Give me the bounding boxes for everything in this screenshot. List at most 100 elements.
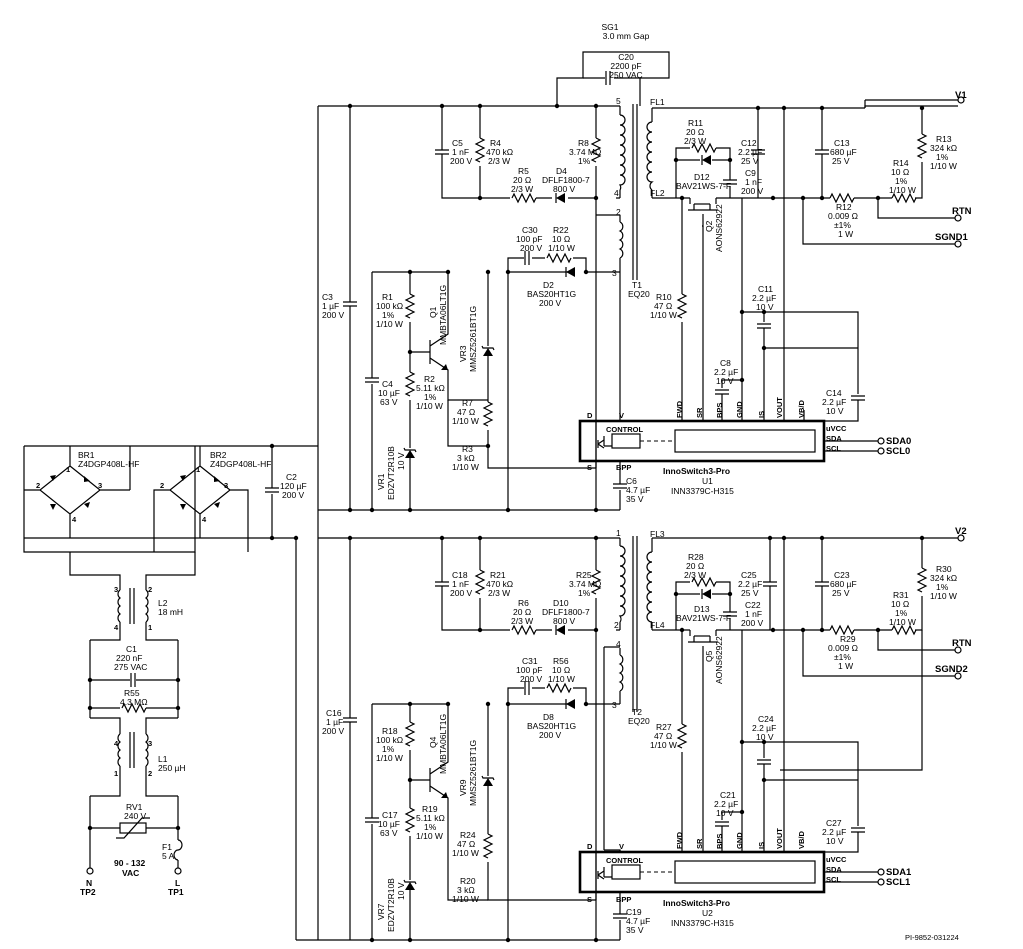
u2-pin-fwd: FWD [675,831,684,849]
c6-ref: C6 [626,476,637,486]
l2-pin1: 1 [148,623,152,632]
c3-val: 1 µF [322,301,339,311]
c16-ref: C16 [326,708,342,718]
q2-part: AONS62922 [714,204,724,252]
t2-pin1: 1 [616,528,621,538]
c4-val: 10 µF [378,388,400,398]
c6-volt: 35 V [626,494,644,504]
r25-ref: R25 [576,570,592,580]
br1-pin3: 3 [98,481,102,490]
vr3-part: MMSZ5261BT1G [468,306,478,372]
c16-volt: 200 V [322,726,345,736]
u2-part: INN3379C-H315 [671,918,734,928]
c9-ref: C9 [745,168,756,178]
c4-ref: C4 [382,379,393,389]
r13-tol: 1% [936,152,949,162]
c24-volt: 10 V [756,732,774,742]
c13-val: 680 µF [830,147,857,157]
r1-val: 100 kΩ [376,301,403,311]
fl2: FL2 [650,188,665,198]
c24-val: 2.2 µF [752,723,776,733]
sg1-val: 3.0 mm Gap [603,31,650,41]
r8-val: 3.74 MΩ [569,147,601,157]
c27-volt: 10 V [826,836,844,846]
c23-volt: 25 V [832,588,850,598]
u1-pin-gnd: GND [735,401,744,418]
u1-pin-fwd: FWD [675,400,684,418]
r55-ref: R55 [124,688,140,698]
input-section: C2 120 µF 200 V BR1 Z4DGP408L-HF 1 2 3 4… [23,443,318,940]
l2-pin3: 3 [114,585,118,594]
r12-tol: ±1% [834,220,851,230]
c5-ref: C5 [452,138,463,148]
r28-ref: R28 [688,552,704,562]
r1-pwr: 1/10 W [376,319,403,329]
r7-pwr: 1/10 W [452,416,479,426]
br2-part: Z4DGP408L-HF [210,459,271,469]
t2-ref: T2 [632,707,642,717]
r11-pwr: 2/3 W [684,136,706,146]
c12-val: 2.2 µF [738,147,762,157]
r31-pwr: 1/10 W [889,617,916,627]
l1-pin1: 1 [114,769,118,778]
c31-volt: 200 V [520,674,543,684]
q4-part: MMBTA06LT1G [438,714,448,774]
t2-core: EQ20 [628,716,650,726]
vr9-ref: VR9 [458,779,468,796]
u2-pin-sr: SR [695,838,704,849]
c25-volt: 25 V [741,588,759,598]
u1-pin-v: V [619,411,624,420]
r7-ref: R7 [462,398,473,408]
u2-pin-vout: VOUT [775,828,784,849]
c14-val: 2.2 µF [822,397,846,407]
d8-part: BAS20HT1G [527,721,576,731]
fl3: FL3 [650,529,665,539]
r31-tol: 1% [895,608,908,618]
r10-val: 47 Ω [654,301,672,311]
l2-val: 18 mH [158,607,183,617]
v2-label: V2 [955,526,967,537]
d8-volt: 200 V [539,730,562,740]
d2-ref: D2 [543,280,554,290]
l1-val: 250 µH [158,763,186,773]
l1-pin3: 3 [148,739,152,748]
c14-ref: C14 [826,388,842,398]
d4-part: DFLF1800-7 [542,175,590,185]
c22-val: 1 nF [745,609,762,619]
c13-ref: C13 [834,138,850,148]
c19-val: 4.7 µF [626,916,650,926]
c11-ref: C11 [758,284,773,294]
r5-val: 20 Ω [513,175,531,185]
u2-pin-v: V [619,842,624,851]
r3-val: 3 kΩ [457,453,475,463]
c23-val: 680 µF [830,579,857,589]
t1-ref: T1 [632,280,642,290]
l-label: L [175,878,180,888]
r7-val: 47 Ω [457,407,475,417]
r25-tol: 1% [578,588,591,598]
r13-pwr: 1/10 W [930,161,957,171]
r56-val: 10 Ω [552,665,570,675]
u2-pin-vbd: VB/D [797,830,806,849]
c4-volt: 63 V [380,397,398,407]
c1-volt: 275 VAC [114,662,147,672]
fl4: FL4 [650,620,665,630]
u1-pin-bps: BPS [715,403,724,418]
c16-val: 1 µF [326,717,343,727]
d10-part: DFLF1800-7 [542,607,590,617]
c20-volt: 250 VAC [609,70,642,80]
r27-pwr: 1/10 W [650,740,677,750]
vr3-ref: VR3 [458,345,468,362]
q4-ref: Q4 [428,736,438,748]
r56-ref: R56 [553,656,569,666]
c31-val: 100 pF [516,665,542,675]
t1-pin3: 3 [612,268,617,278]
c18-volt: 200 V [450,588,473,598]
c2-val: 120 µF [280,481,307,491]
r14-val: 10 Ω [891,167,909,177]
r24-pwr: 1/10 W [452,848,479,858]
l1-pin4: 4 [114,739,119,748]
r55-val: 4.3 MΩ [120,697,148,707]
input-range: 90 - 132 [114,858,145,868]
br1-pin1: 1 [66,465,70,474]
